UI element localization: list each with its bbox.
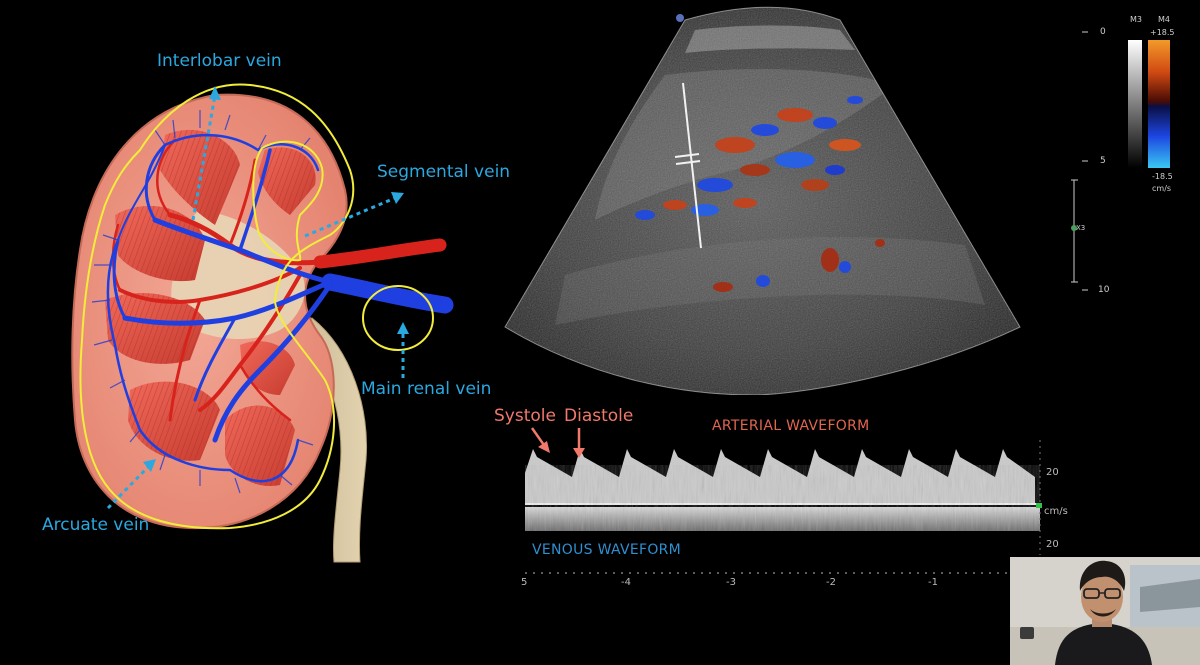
label-venous-waveform: VENOUS WAVEFORM bbox=[532, 542, 682, 558]
ultrasound-image bbox=[504, 6, 1021, 395]
spectral-scale-top: 20 bbox=[1046, 467, 1059, 478]
label-arrows bbox=[106, 94, 405, 510]
doppler-cursor-line bbox=[682, 82, 702, 249]
renal-veins bbox=[106, 133, 454, 483]
time-tick: 5 bbox=[521, 577, 528, 588]
label-arterial-waveform: ARTERIAL WAVEFORM bbox=[712, 418, 870, 434]
label-segmental-vein: Segmental vein bbox=[377, 162, 511, 182]
renal-pyramids bbox=[105, 129, 316, 486]
label-main-renal-vein: Main renal vein bbox=[361, 379, 492, 399]
time-tick: -3 bbox=[726, 577, 736, 588]
spectral-scale-bottom: 20 bbox=[1046, 539, 1059, 550]
depth-tick-5: 5 bbox=[1100, 156, 1106, 166]
depth-scale bbox=[1071, 31, 1088, 291]
outline-interlobar bbox=[79, 83, 355, 530]
outline-segmental bbox=[252, 140, 324, 262]
presenter-head bbox=[1081, 572, 1123, 622]
depth-tick-10: 10 bbox=[1098, 285, 1110, 295]
outline-main-renal bbox=[362, 285, 434, 351]
colorbar-max: +18.5 bbox=[1150, 28, 1175, 37]
colorbar-right-label: M4 bbox=[1158, 15, 1170, 24]
focus-marker-label: X3 bbox=[1076, 224, 1086, 232]
colorbar-unit: cm/s bbox=[1152, 184, 1172, 193]
label-diastole: Diastole bbox=[564, 406, 634, 426]
time-tick: -4 bbox=[621, 577, 631, 588]
spectral-doppler bbox=[525, 440, 1042, 574]
highlight-outlines bbox=[79, 83, 434, 530]
spectral-scale-unit: cm/s bbox=[1044, 506, 1068, 517]
cortical-branches bbox=[91, 110, 314, 494]
kidney-diagram bbox=[71, 83, 454, 563]
presenter-body bbox=[1055, 623, 1152, 665]
colorbar-min: -18.5 bbox=[1152, 172, 1173, 181]
colorbar-left-label: M3 bbox=[1130, 15, 1142, 24]
label-systole: Systole bbox=[494, 406, 556, 426]
time-tick: -1 bbox=[928, 577, 938, 588]
velocity-colorbar bbox=[1128, 40, 1170, 168]
systole-diastole-arrows bbox=[530, 427, 585, 458]
label-interlobar-vein: Interlobar vein bbox=[157, 51, 282, 71]
label-arcuate-vein: Arcuate vein bbox=[42, 515, 150, 535]
depth-tick-0: 0 bbox=[1100, 27, 1106, 37]
doppler-flow bbox=[635, 96, 885, 292]
arrowheads bbox=[143, 86, 409, 472]
time-tick: -2 bbox=[826, 577, 836, 588]
ureter bbox=[289, 317, 368, 563]
presenter-webcam bbox=[1010, 557, 1200, 665]
